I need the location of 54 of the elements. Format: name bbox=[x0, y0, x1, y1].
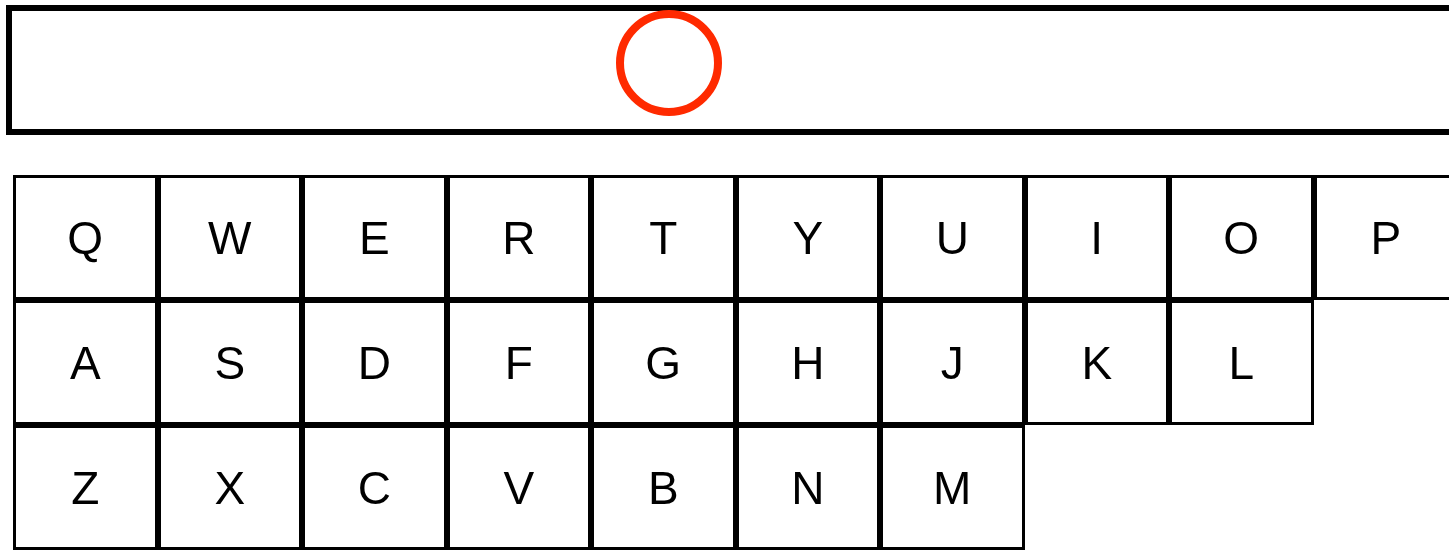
letter-key bbox=[446, 425, 591, 550]
key-letter: Z bbox=[71, 464, 100, 511]
key-letter: W bbox=[208, 214, 252, 261]
letter-key bbox=[591, 175, 736, 300]
letter-key bbox=[880, 300, 1025, 425]
key-letter: H bbox=[791, 339, 825, 386]
letter-key bbox=[13, 175, 158, 300]
key-letter: G bbox=[645, 339, 682, 386]
key-letter: T bbox=[649, 214, 678, 261]
key-letter: I bbox=[1090, 214, 1104, 261]
key-letter: N bbox=[791, 464, 825, 511]
key-letter: R bbox=[502, 214, 536, 261]
letter-key bbox=[735, 300, 880, 425]
key-letter: U bbox=[935, 214, 969, 261]
letter-key bbox=[446, 300, 591, 425]
letter-key bbox=[880, 175, 1025, 300]
letter-key bbox=[13, 300, 158, 425]
key-letter: P bbox=[1370, 214, 1402, 261]
key-letter: C bbox=[357, 464, 391, 511]
key-letter: Q bbox=[67, 214, 104, 261]
key-letter: A bbox=[69, 339, 101, 386]
letter-key bbox=[735, 425, 880, 550]
letter-key bbox=[302, 300, 447, 425]
letter-key bbox=[157, 300, 302, 425]
key-letter: F bbox=[504, 339, 533, 386]
letter-key bbox=[1024, 175, 1169, 300]
letter-key bbox=[591, 300, 736, 425]
letter-key bbox=[302, 425, 447, 550]
indicator-circle bbox=[616, 10, 722, 116]
key-letter: J bbox=[940, 339, 964, 386]
key-letter: M bbox=[933, 464, 972, 511]
letter-key bbox=[1169, 175, 1314, 300]
letter-key bbox=[1169, 300, 1314, 425]
key-letter: Y bbox=[792, 214, 824, 261]
key-letter: O bbox=[1223, 214, 1260, 261]
letter-key bbox=[735, 175, 880, 300]
letter-key bbox=[13, 425, 158, 550]
key-letter: L bbox=[1228, 339, 1255, 386]
key-letter: B bbox=[647, 464, 679, 511]
key-letter: X bbox=[214, 464, 246, 511]
letter-key bbox=[446, 175, 591, 300]
letter-key bbox=[302, 175, 447, 300]
display-bar bbox=[6, 5, 1449, 135]
letter-key bbox=[157, 175, 302, 300]
letter-key bbox=[157, 425, 302, 550]
key-letter: K bbox=[1081, 339, 1113, 386]
letter-key bbox=[591, 425, 736, 550]
letter-key bbox=[1313, 175, 1449, 300]
key-letter: E bbox=[358, 214, 390, 261]
key-letter: D bbox=[357, 339, 391, 386]
letter-key bbox=[1024, 300, 1169, 425]
key-letter: V bbox=[503, 464, 535, 511]
key-letter: S bbox=[214, 339, 246, 386]
letter-key bbox=[880, 425, 1025, 550]
